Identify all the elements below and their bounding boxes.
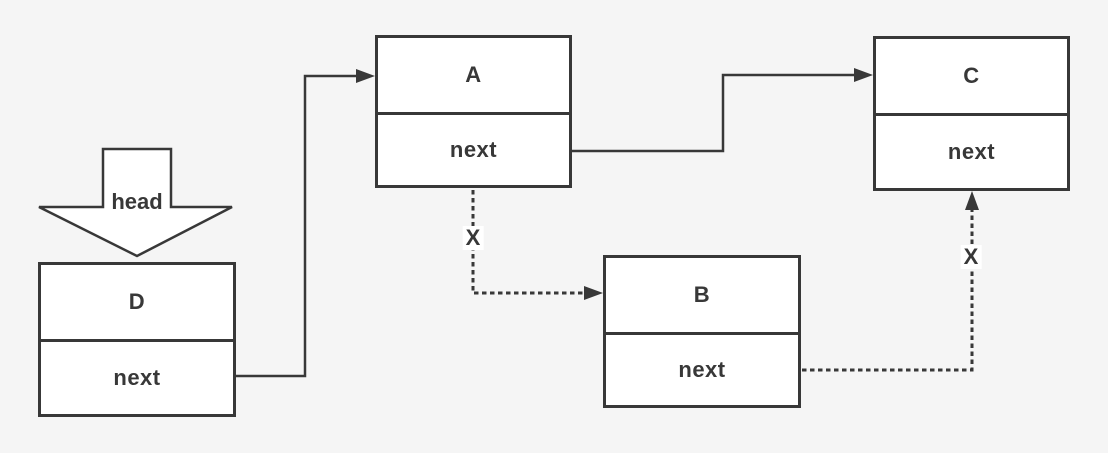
head-pointer-arrow [38,147,233,258]
arrowhead-broken-b-to-c [965,191,979,210]
node-d-label: D [41,265,233,342]
node-d: D next [38,262,236,417]
arrowhead-d-next-to-a [356,69,375,83]
node-d-next-field: next [113,365,161,390]
node-b-next-field: next [678,357,726,382]
connector-d-next-to-a [236,74,356,378]
node-c: C next [873,36,1070,191]
connector-broken-a-to-b [471,190,584,295]
head-pointer-label: head [111,189,163,214]
node-a: A next [375,35,572,188]
broken-link-x-b-to-c: X [960,245,982,269]
connector-broken-b-to-c [802,210,974,372]
broken-link-x-a-to-b: X [462,226,484,250]
arrowhead-broken-a-to-b [584,286,603,300]
arrowhead-a-next-to-c [854,68,873,82]
node-a-label: A [378,38,569,115]
node-b-label: B [606,258,798,335]
node-c-label: C [876,39,1067,116]
node-b: B next [603,255,801,408]
node-c-next-field: next [947,139,996,164]
node-a-next-field: next [449,137,498,162]
connector-a-next-to-c [572,73,854,153]
